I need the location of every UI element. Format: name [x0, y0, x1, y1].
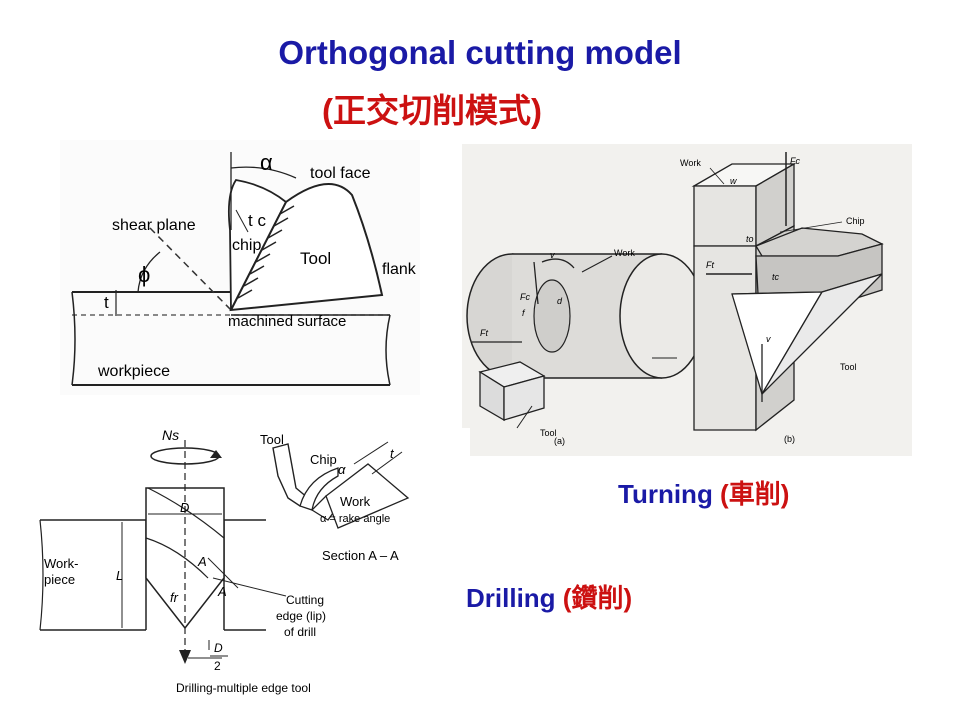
- turning-d-label: d: [557, 296, 563, 306]
- drilling-caption-label: Drilling: [466, 583, 563, 613]
- drill-tool-label: Tool: [260, 432, 284, 447]
- phi-label: ϕ: [138, 262, 150, 287]
- drill-cutting-label-3: of drill: [284, 625, 316, 639]
- drill-cutting-label-1: Cutting: [286, 593, 324, 607]
- drill-ns-label: Ns: [162, 428, 179, 443]
- turning-fc-a-label: Fc: [520, 292, 530, 302]
- turning-figure: Work v Fc d f Ft Tool (a) Work w Fc Chip…: [462, 144, 912, 456]
- turning-tool-b-label: Tool: [840, 362, 857, 372]
- drilling-caption-paren-close: ): [623, 583, 633, 613]
- turning-caption-paren-close: ): [780, 479, 790, 509]
- turning-b-label: (b): [784, 434, 795, 444]
- turning-chip-label: Chip: [846, 216, 865, 226]
- turning-to-label: to: [746, 234, 754, 244]
- chip-label: chip: [232, 237, 261, 254]
- tc-label: t c: [248, 211, 266, 230]
- drill-a-label-1: A: [197, 554, 207, 569]
- flank-label: flank: [382, 261, 417, 278]
- turning-work-a-label: Work: [614, 248, 635, 258]
- turning-tool-a-label: Tool: [540, 428, 557, 438]
- drill-t-label: t: [390, 446, 395, 461]
- slide-subtitle: (正交切削模式): [322, 92, 542, 129]
- turning-a-label: (a): [554, 436, 565, 446]
- turning-ft-a-label: Ft: [480, 328, 488, 338]
- t-label: t: [104, 293, 109, 312]
- drill-l-label: L: [116, 568, 123, 583]
- turning-caption-paren-open: (: [720, 479, 729, 509]
- drill-alpha-label: α: [338, 462, 346, 477]
- alpha-label: α: [260, 150, 273, 175]
- machined-surface-label: machined surface: [228, 313, 346, 330]
- turning-tc-label: tc: [772, 272, 780, 282]
- drill-workpiece-label-2: piece: [44, 572, 75, 587]
- turning-v-b-label: v: [766, 334, 771, 344]
- turning-f-label: f: [522, 308, 526, 318]
- drill-section-label: Section A – A: [322, 548, 399, 563]
- turning-ft-b-label: Ft: [706, 260, 714, 270]
- turning-v-a-label: v: [550, 250, 555, 260]
- drilling-caption-cn: 鑽削: [571, 583, 624, 613]
- turning-fc-b-label: Fc: [790, 156, 800, 166]
- tool-label: Tool: [300, 249, 331, 268]
- drill-footer-label: Drilling-multiple edge tool: [176, 681, 311, 695]
- orthogonal-cutting-figure: α tool face t c shear plane chip Tool fl…: [60, 140, 420, 395]
- drill-workpiece-label-1: Work-: [44, 556, 78, 571]
- drilling-caption-paren-open: (: [562, 583, 572, 613]
- drill-dhalf-num: D: [214, 641, 223, 655]
- turning-caption-cn: 車削: [728, 479, 781, 509]
- drilling-caption: Drilling (鑽削): [466, 578, 632, 615]
- drill-work-label: Work: [340, 494, 371, 509]
- slide-title: Orthogonal cutting model: [278, 34, 682, 71]
- drill-chip-label: Chip: [310, 452, 337, 467]
- tool-face-label: tool face: [310, 165, 371, 182]
- shear-plane-label: shear plane: [112, 217, 196, 234]
- turning-w-label: w: [730, 176, 737, 186]
- turning-work-b-label: Work: [680, 158, 701, 168]
- drill-rake-label: α = rake angle: [320, 513, 390, 525]
- drill-d-label: D: [180, 500, 189, 515]
- turning-caption: Turning (車削): [618, 474, 789, 511]
- drill-cutting-label-2: edge (lip): [276, 609, 326, 623]
- drill-a-label-2: A: [217, 584, 227, 599]
- drill-dhalf-den: 2: [214, 659, 221, 673]
- turning-caption-label: Turning: [618, 479, 721, 509]
- workpiece-label: workpiece: [97, 363, 170, 380]
- drilling-figure: Ns Tool Chip α t Work α = rake angle D W…: [38, 428, 470, 698]
- drill-fr-label: fr: [170, 590, 179, 605]
